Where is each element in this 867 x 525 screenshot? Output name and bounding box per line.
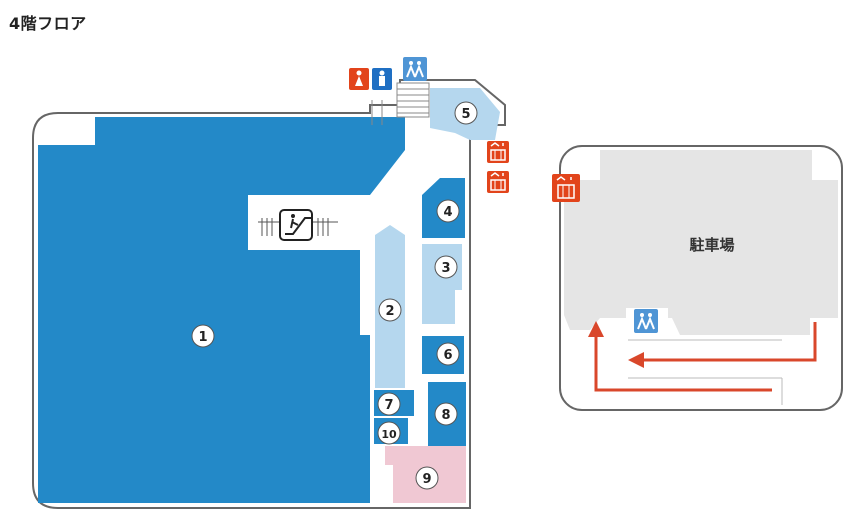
traffic-arrows: [588, 321, 817, 392]
elevator-icon[interactable]: [403, 57, 427, 81]
svg-text:1: 1: [198, 330, 207, 345]
svg-text:6: 6: [443, 348, 452, 363]
store-marker-9: 9: [415, 466, 439, 490]
elevator-icon[interactable]: [487, 141, 509, 163]
store-markers: 1 2 3 4 5 6 7 8 9 10: [191, 101, 478, 490]
store-marker-8: 8: [434, 402, 458, 426]
floor-title: 4階フロア: [9, 14, 87, 33]
parking-label: 駐車場: [689, 236, 734, 254]
womens-restroom-icon[interactable]: [349, 68, 369, 90]
stairs-icon[interactable]: [626, 308, 668, 334]
store-marker-7: 7: [377, 392, 401, 416]
elevator-icon[interactable]: [487, 171, 509, 193]
store-marker-2: 2: [378, 298, 402, 322]
svg-text:4: 4: [443, 205, 452, 220]
svg-text:7: 7: [384, 398, 393, 413]
svg-text:8: 8: [441, 408, 450, 423]
elevator-icon[interactable]: [552, 174, 580, 202]
store-marker-10: 10: [377, 421, 401, 445]
store-marker-6: 6: [436, 342, 460, 366]
store-marker-4: 4: [436, 199, 460, 223]
store-marker-3: 3: [434, 255, 458, 279]
mens-restroom-icon[interactable]: [372, 68, 392, 90]
svg-text:3: 3: [441, 261, 450, 276]
store-marker-5: 5: [454, 101, 478, 125]
store-marker-1: 1: [191, 324, 215, 348]
parking-area: 駐車場: [559, 145, 843, 411]
svg-text:5: 5: [461, 107, 470, 122]
stairs-icon: [371, 82, 430, 125]
svg-text:9: 9: [422, 472, 431, 487]
svg-text:2: 2: [385, 304, 394, 319]
svg-text:10: 10: [381, 428, 397, 441]
store-1[interactable]: [38, 117, 405, 503]
escalator-icon[interactable]: [258, 209, 338, 241]
